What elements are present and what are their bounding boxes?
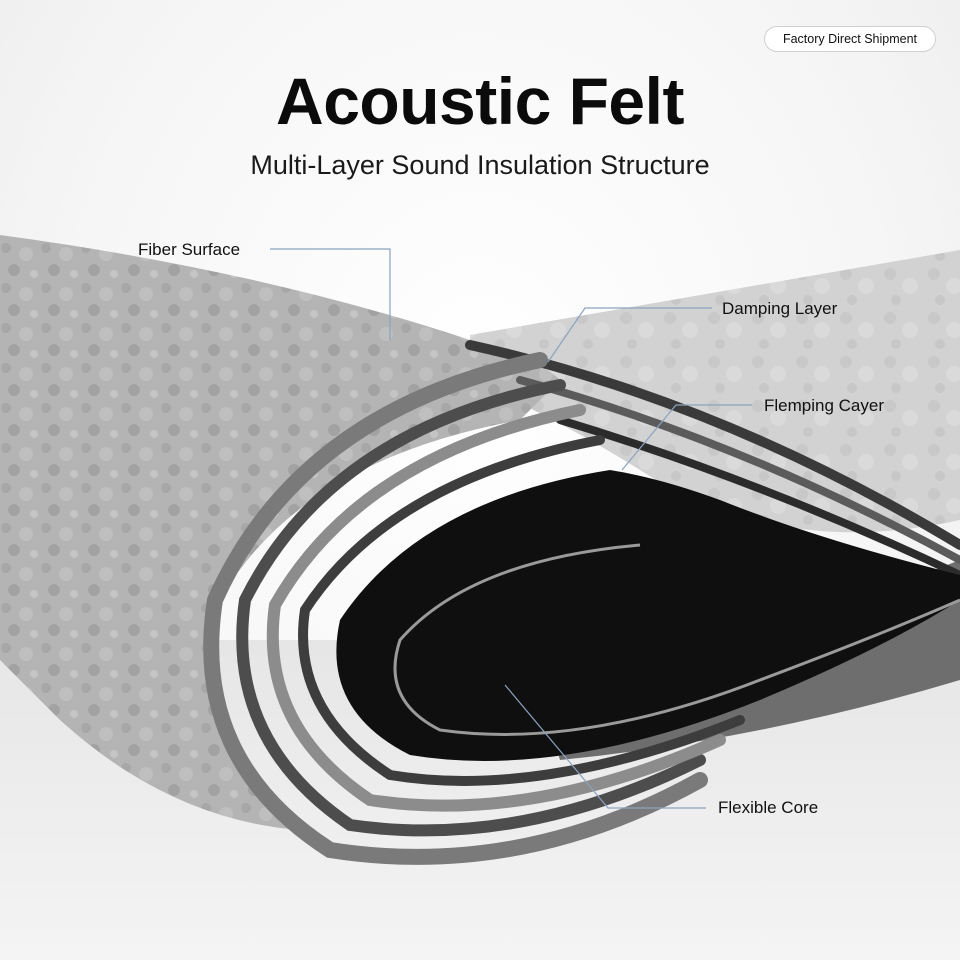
callout-flexible-core: Flexible Core [718,798,819,817]
callout-flemping-cayer: Flemping Cayer [764,396,884,415]
core-inner-edge [393,543,960,736]
callout-fiber-surface: Fiber Surface [138,240,241,259]
flat-felt-sheet [470,250,960,533]
callout-damping-layer: Damping Layer [722,299,838,318]
layer-edges [203,340,960,865]
factory-direct-badge: Factory Direct Shipment [764,26,936,52]
rolled-felt-body [0,235,560,830]
callout-leader-lines [270,248,752,809]
black-core-layer [336,470,960,761]
page-title: Acoustic Felt [276,64,684,138]
page-subtitle: Multi-Layer Sound Insulation Structure [250,150,710,180]
